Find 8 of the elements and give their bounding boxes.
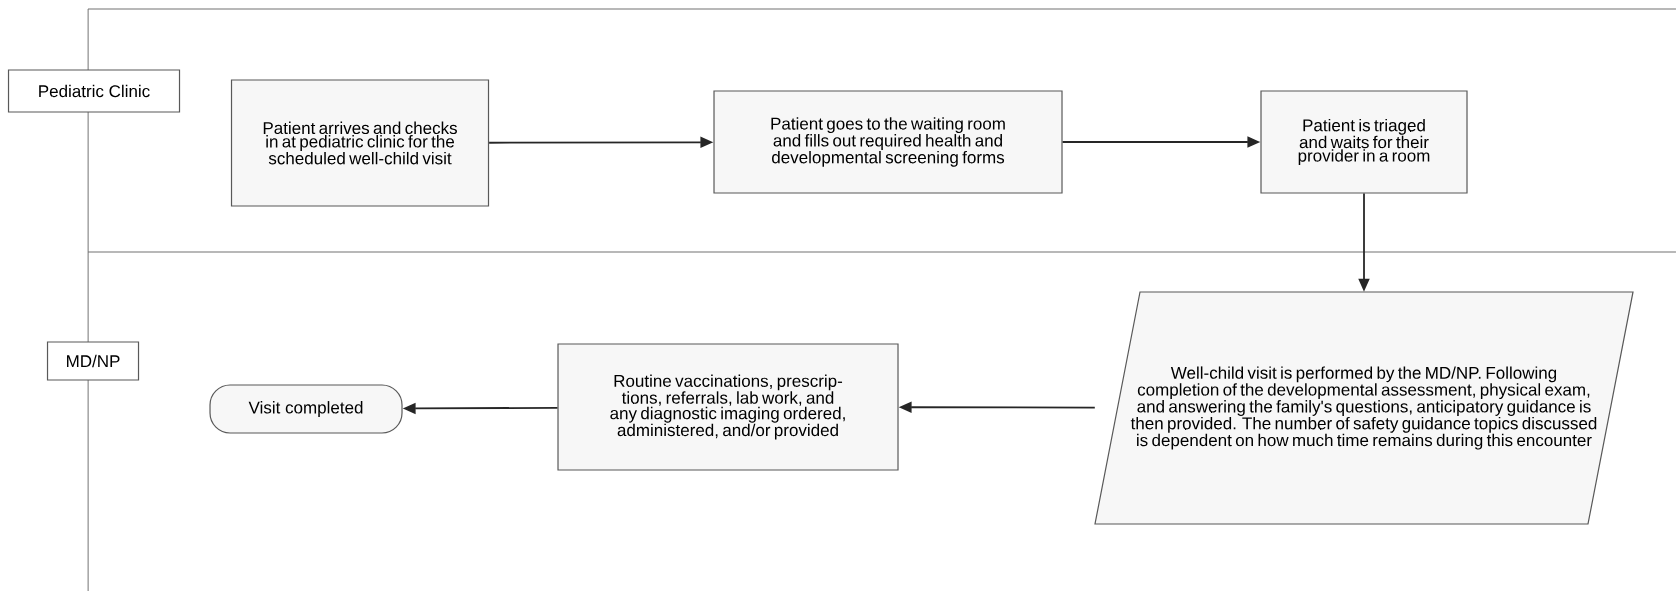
- process-box: Patient arrives and checks in at pediatric clinic for the scheduled well-child visit: [230, 79, 490, 207]
- process-box: Patient is triaged and waits for their provider in a room: [1260, 90, 1468, 194]
- lane-label: MD/NP: [46, 341, 140, 381]
- terminal-box: Visit completed: [209, 384, 403, 434]
- process-box: Routine vaccinations, prescrip- tions, referrals, lab work, and any diagnostic imaging ordered, administered, and/or provided: [557, 343, 899, 471]
- data-parallelogram: Well-child visit is performed by the MD/NP. Following completion of the developmental assessment, physical exam, and answering the family's questions, anticipatory guidance is then provided. The number of safety guidance topics discussed is dependent on how much time remains during this encounter: [1094, 291, 1634, 525]
- lane-label: Pediatric Clinic: [7, 69, 181, 113]
- process-box: Patient goes to the waiting room and fills out required health and developmental screening forms: [713, 90, 1063, 194]
